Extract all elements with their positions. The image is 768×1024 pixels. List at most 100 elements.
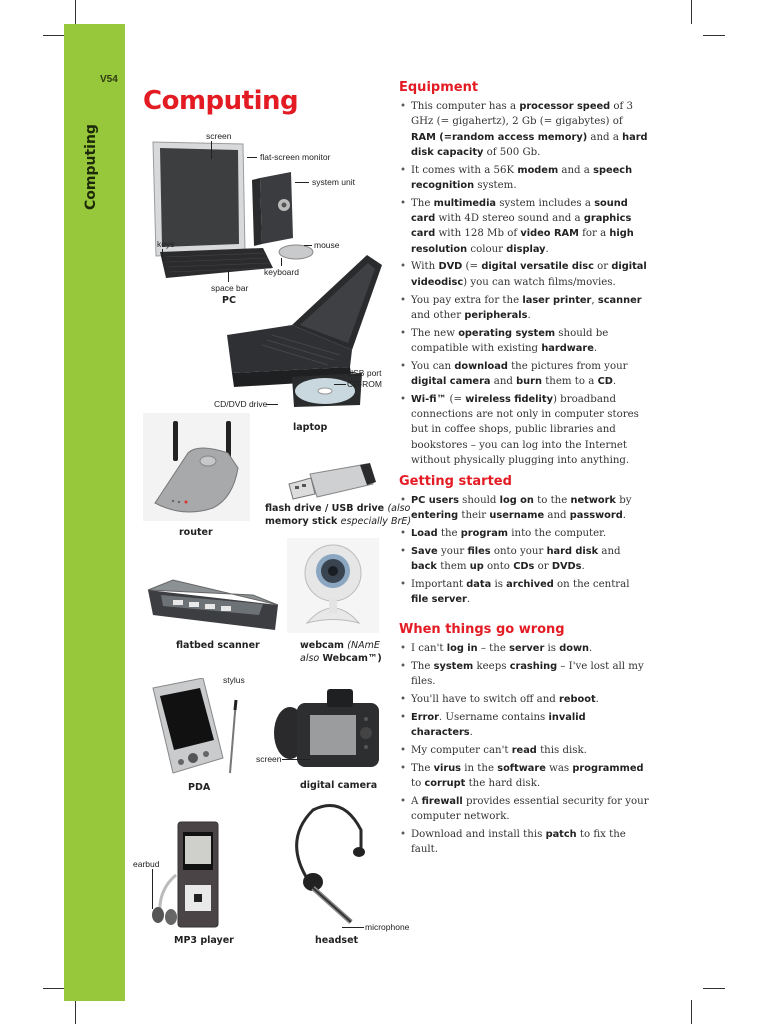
list-item: The new operating system should be compa… [399, 326, 649, 357]
key-term: program [460, 528, 509, 540]
router-icon [154, 421, 239, 513]
label-cd-dvd-drive: CD/DVD drive [214, 399, 268, 409]
pda-illustration [148, 677, 248, 778]
section-heading: Getting started [399, 474, 512, 489]
key-term: burn [516, 376, 542, 388]
key-term: Save [411, 545, 438, 557]
key-term: log in [446, 643, 478, 654]
key-term: CDs [513, 561, 535, 573]
pda-icon [152, 677, 238, 774]
key-term: digital videodisc [411, 261, 647, 288]
router-illustration [143, 413, 250, 521]
camera-illustration [272, 685, 384, 773]
label-keys: keys [157, 239, 175, 249]
key-term: archived [506, 578, 554, 590]
headset-illustration [283, 800, 378, 930]
label-earbud: earbud [133, 859, 160, 869]
list-item: You'll have to switch off and reboot. [399, 692, 649, 708]
key-term: operating system [458, 327, 556, 339]
label-microphone: microphone [365, 922, 410, 932]
key-term: scanner [597, 294, 642, 306]
key-term: data [466, 578, 492, 590]
key-term: back [411, 561, 437, 573]
list-item: PC users should log on to the network by… [399, 493, 649, 524]
caption-pda: PDA [188, 782, 211, 793]
label-usb-port: USB port [347, 368, 382, 378]
key-term: virus [433, 762, 462, 774]
section-when-things-go-wrong: When things go wrong I can't log in – th… [399, 622, 649, 871]
key-term: invalid characters [411, 711, 586, 738]
section-heading: Equipment [399, 80, 479, 95]
label-camera-screen: screen [256, 754, 282, 764]
section-getting-started: Getting started PC users should log on t… [399, 474, 649, 622]
label-system-unit: system unit [312, 177, 355, 187]
section-equipment: Equipment This computer has a processor … [399, 80, 649, 482]
pc-illustration [148, 140, 323, 285]
flash-drive-illustration [285, 462, 380, 502]
mp3-player-icon [152, 821, 219, 928]
list-item: Download and install this patch to fix t… [399, 827, 649, 858]
webcam-icon [304, 544, 362, 624]
crop-mark [703, 988, 725, 989]
bullet-list: PC users should log on to the network by… [399, 493, 649, 608]
chapter-side-label: Computing [83, 124, 99, 210]
key-term: file server [411, 594, 467, 606]
key-term: CD [597, 376, 613, 388]
caption-webcam: webcam (NAmE [300, 640, 380, 651]
list-item: You can download the pictures from your … [399, 359, 649, 390]
caption-flash-drive: flash drive / USB drive (also [265, 503, 411, 514]
key-term: hard disk capacity [411, 131, 648, 158]
key-term: patch [545, 828, 577, 840]
key-term: high resolution [411, 228, 634, 255]
label-mouse: mouse [314, 240, 340, 250]
headset-icon [295, 804, 365, 924]
key-term: corrupt [424, 777, 466, 789]
key-term: network [570, 495, 616, 506]
key-term: hard disk [546, 545, 599, 557]
key-term: video RAM [520, 228, 579, 240]
webcam-illustration [287, 538, 379, 633]
list-item: It comes with a 56K modem and a speech r… [399, 163, 649, 194]
list-item: Important data is archived on the centra… [399, 577, 649, 608]
laptop-illustration [222, 255, 387, 413]
key-term: multimedia [433, 197, 497, 209]
key-term: firewall [421, 795, 463, 807]
key-term: DVD [438, 261, 463, 273]
crop-mark [75, 1000, 76, 1024]
caption-webcam-alt: also Webcam™) [300, 653, 382, 664]
key-term: server [509, 643, 545, 654]
key-term: graphics card [411, 213, 632, 240]
key-term: modem [517, 164, 559, 176]
key-term: programmed [572, 762, 644, 774]
caption-pc: PC [222, 295, 236, 306]
label-keyboard: keyboard [264, 267, 299, 277]
crop-mark [43, 35, 65, 36]
page-number: V54 [100, 74, 118, 85]
key-term: system [433, 660, 474, 672]
list-item: I can't log in – the server is down. [399, 641, 649, 657]
caption-headset: headset [315, 935, 359, 946]
list-item: You pay extra for the laser printer, sca… [399, 293, 649, 324]
caption-laptop: laptop [293, 422, 328, 433]
key-term: software [497, 762, 546, 774]
key-term: crashing [509, 660, 558, 672]
bullet-list: This computer has a processor speed of 3… [399, 99, 649, 468]
key-term: sound card [411, 197, 628, 225]
key-term: files [467, 545, 491, 557]
key-term: password [569, 510, 623, 522]
key-term: speech recognition [411, 164, 633, 191]
scanner-icon [147, 579, 279, 630]
key-term: down [559, 643, 590, 654]
bullet-list: I can't log in – the server is down.The … [399, 641, 649, 857]
key-term: digital camera [411, 376, 491, 388]
crop-mark [691, 1000, 692, 1024]
key-term: peripherals [464, 309, 528, 321]
caption-mp3-player: MP3 player [174, 935, 234, 946]
list-item: Load the program into the computer. [399, 526, 649, 542]
key-term: log on [499, 495, 534, 506]
list-item: With DVD (= digital versatile disc or di… [399, 259, 649, 290]
caption-router: router [179, 527, 213, 538]
caption-memory-stick: memory stick especially BrE) [265, 516, 412, 527]
label-stylus: stylus [223, 675, 245, 685]
list-item: A firewall provides essential security f… [399, 794, 649, 825]
